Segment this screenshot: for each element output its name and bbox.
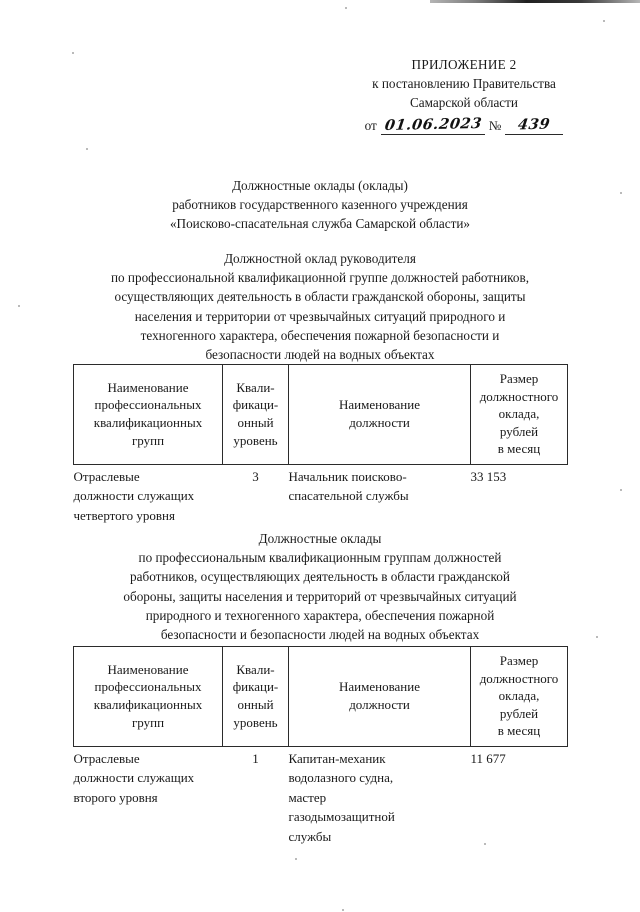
handwritten-number: 439 <box>517 115 552 134</box>
table-one-header-row: Наименование профессиональных квалификац… <box>73 364 568 465</box>
table-row: Отраслевые должности служащих второго ур… <box>74 746 568 846</box>
table-two-header-row: Наименование профессиональных квалификац… <box>73 646 568 747</box>
table-two-header-group: Наименование профессиональных квалификац… <box>73 646 223 747</box>
number-fill-line: 439 <box>505 115 564 135</box>
section-one-intro-line-4: населения и территории от чрезвычайных с… <box>134 308 506 324</box>
appendix-title: ПРИЛОЖЕНИЕ 2 <box>411 57 517 72</box>
table-two-header-level: Квали- фикаци- онный уровень <box>222 646 289 747</box>
date-label: от <box>364 118 377 133</box>
table-two-cell-group: Отраслевые должности служащих второго ур… <box>73 750 195 805</box>
salary-table-two: Наименование профессиональных квалификац… <box>73 646 568 846</box>
table-two-cell-salary: 11 677 <box>470 750 506 766</box>
section-one-intro-line-6: безопасности людей на водных объектах <box>205 347 435 363</box>
table-one-header-salary: Размер должностного оклада, рублей в мес… <box>470 364 568 465</box>
section-one-intro: Должностной оклад руководителя по профес… <box>50 249 590 364</box>
section-two-intro-line-2: по профессиональным квалификационным гру… <box>138 550 502 566</box>
handwritten-date: 01.06.2023 <box>383 114 483 135</box>
number-label: № <box>488 118 502 133</box>
document-title-line-3: «Поисково-спасательная служба Самарской … <box>169 216 471 232</box>
section-two-intro-line-4: обороны, защиты населения и территорий о… <box>123 588 517 604</box>
table-two-cell-position: Капитан-механик водолазного судна, масте… <box>288 750 395 844</box>
table-one-header-group: Наименование профессиональных квалификац… <box>73 364 223 465</box>
appendix-reference-block: ПРИЛОЖЕНИЕ 2 к постановлению Правительст… <box>334 55 594 135</box>
document-title-line-2: работников государственного казенного уч… <box>172 197 468 213</box>
table-one-cell-level: 3 <box>252 468 259 484</box>
section-two-intro-line-1: Должностные оклады <box>258 531 382 546</box>
table-row: Отраслевые должности служащих четвертого… <box>74 464 568 525</box>
table-one-cell-group: Отраслевые должности служащих четвертого… <box>73 468 195 523</box>
document-title-line-1: Должностные оклады (оклады) <box>232 178 408 193</box>
table-two-header-position: Наименование должности <box>288 646 471 747</box>
document-title: Должностные оклады (оклады) работников г… <box>50 176 590 234</box>
table-two-cell-level: 1 <box>252 750 259 766</box>
table-two-header-salary: Размер должностного оклада, рублей в мес… <box>470 646 568 747</box>
section-two-intro-line-6: безопасности и безопасности людей на вод… <box>160 627 480 643</box>
section-one-intro-line-2: по профессиональной квалификационной гру… <box>110 270 530 286</box>
section-two-intro: Должностные оклады по профессиональным к… <box>50 529 590 644</box>
appendix-line-2: к постановлению Правительства <box>372 76 556 91</box>
table-one-header-level: Квали- фикаци- онный уровень <box>222 364 289 465</box>
section-one-intro-line-1: Должностной оклад руководителя <box>224 251 416 266</box>
section-two-intro-line-5: природного и техногенного характера, обе… <box>145 607 495 623</box>
date-fill-line: 01.06.2023 <box>380 114 485 135</box>
table-one-cell-position: Начальник поисково- спасательной службы <box>288 468 409 504</box>
section-one-intro-line-5: техногенного характера, обеспечения пожа… <box>140 327 500 343</box>
scan-edge-artifact <box>430 0 640 3</box>
section-two-intro-line-3: работников, осуществляющих деятельность … <box>130 569 510 585</box>
salary-table-one: Наименование профессиональных квалификац… <box>73 364 568 525</box>
appendix-date-row: от 01.06.2023 № 439 <box>334 115 594 135</box>
table-one-cell-salary: 33 153 <box>470 468 507 484</box>
appendix-line-3: Самарской области <box>410 95 518 110</box>
table-one-header-position: Наименование должности <box>288 364 471 465</box>
section-one-intro-line-3: осуществляющих деятельность в области гр… <box>114 289 526 305</box>
